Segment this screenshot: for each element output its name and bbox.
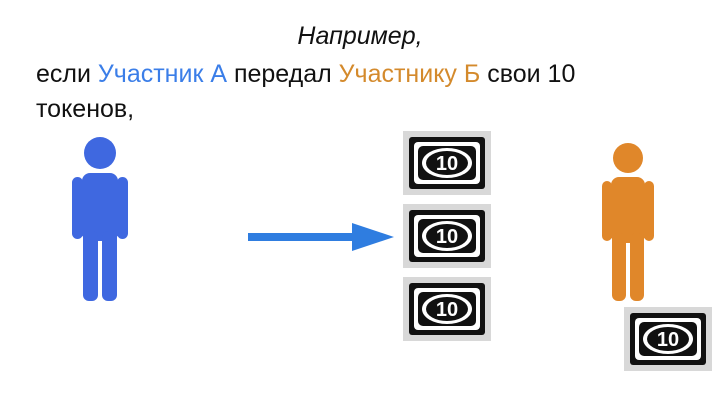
heading: Например,: [297, 22, 423, 50]
sentence-line-1: если Участник А передал Участнику Б свои…: [36, 60, 575, 89]
sentence-part-2: передал: [227, 60, 339, 88]
banknote-icon: 10: [403, 277, 491, 341]
banknote-icon: 10: [624, 307, 712, 371]
participant-a-label: Участник А: [97, 60, 227, 88]
banknote-icon: 10: [403, 204, 491, 268]
banknote-value: 10: [436, 226, 458, 248]
participant-b-label: Участнику Б: [338, 60, 481, 88]
banknote-icon: 10: [403, 131, 491, 195]
banknote-value: 10: [657, 329, 679, 351]
banknote-value: 10: [436, 153, 458, 175]
sentence-part-1: если: [36, 60, 98, 88]
participant-a-person-icon: [68, 135, 132, 308]
participant-b-person-icon: [598, 141, 658, 308]
sentence-line-2: токенов,: [36, 95, 135, 123]
sentence-part-3: свои 10: [480, 60, 576, 88]
banknote-value: 10: [436, 299, 458, 321]
arrow-right-icon: [248, 222, 396, 257]
